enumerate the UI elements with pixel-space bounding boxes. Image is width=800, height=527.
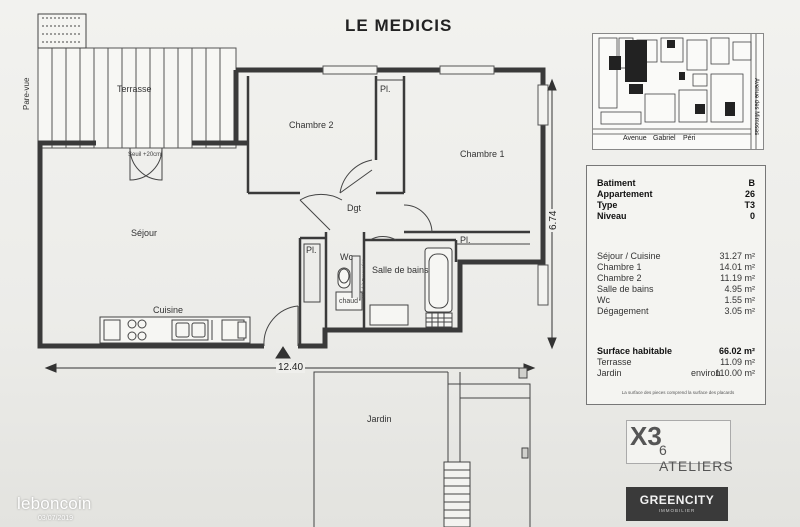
location-map: Avenue Gabriel Péri Avenue des Mimosas: [592, 33, 764, 150]
interior-walls: [246, 76, 530, 346]
street-label-1: Avenue: [623, 135, 647, 142]
street-label-3: Péri: [683, 135, 696, 142]
kitchen-counter: [99, 316, 251, 344]
street-label-vertical: Avenue des Mimosas: [753, 78, 759, 136]
label-placard-left: Pl.: [306, 245, 317, 255]
greencity-sub: IMMOBILIER: [658, 508, 696, 513]
terrace-deck: [37, 47, 237, 149]
greencity-name: GREENCITY: [639, 493, 715, 507]
room-label-chambre-2: Chambre 2: [289, 120, 334, 130]
greencity-logo: GREENCITY IMMOBILIER: [626, 487, 728, 521]
garden-outline: [313, 367, 531, 527]
room-label-cuisine: Cuisine: [153, 305, 184, 315]
label-chaud: chaud: [338, 298, 360, 305]
street-label-2: Gabriel: [653, 135, 676, 142]
room-label-salle-de-bains: Salle de bains: [372, 265, 429, 275]
label-conduit: Conduit Evacuation: [361, 258, 366, 298]
room-label-sejour: Séjour: [131, 228, 158, 238]
logo-ateliers: 6 ATELIERS: [659, 442, 734, 474]
pare-vue-screen: [37, 13, 87, 49]
room-label-terrasse: Terrasse: [117, 84, 152, 94]
leboncoin-watermark: leboncoin: [17, 494, 92, 513]
label-seuil: Seuil +20cm: [128, 152, 162, 158]
dimension-width: 12.40: [276, 362, 306, 373]
room-label-chambre-1: Chambre 1: [460, 149, 505, 159]
logo-x3: X3: [630, 421, 662, 451]
windows: [322, 65, 549, 306]
label-pare-vue: Pare-vue: [22, 77, 31, 110]
photo-date: 03/07/2019: [38, 515, 74, 522]
room-label-dgt: Dgt: [347, 203, 362, 213]
label-placard-top: Pl.: [380, 84, 391, 94]
room-label-jardin: Jardin: [367, 414, 392, 424]
dimension-height: 6.74: [548, 208, 559, 232]
six-ateliers-logo: X3 6 ATELIERS: [626, 420, 733, 474]
door-swings: [129, 147, 433, 347]
page-title: LE MEDICIS: [345, 16, 453, 35]
bathroom-fixtures: [335, 247, 453, 328]
closets: [303, 79, 530, 303]
label-placard-right: Pl.: [460, 235, 471, 245]
surface-note: La surface des pieces comprend la surfac…: [621, 390, 735, 395]
room-label-wc: Wc: [340, 252, 353, 262]
location-map-drawing: [593, 34, 757, 149]
